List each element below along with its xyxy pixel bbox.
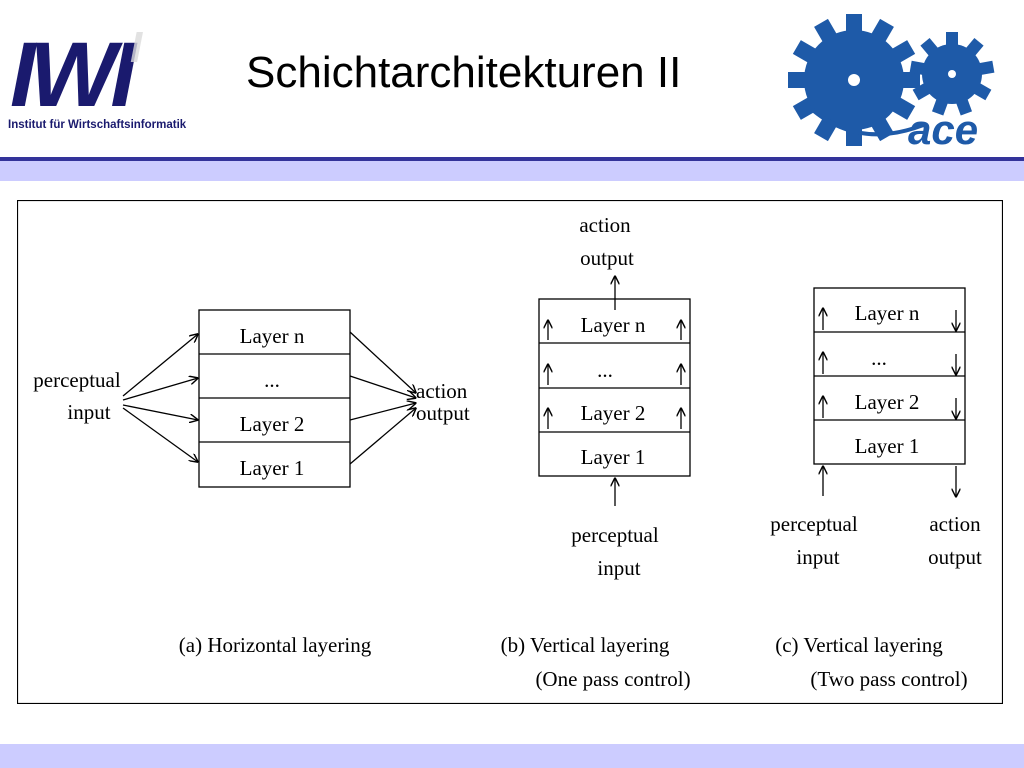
figure-frame	[17, 200, 1003, 704]
layer-label: Layer n	[581, 313, 646, 337]
diagram-a-horizontal	[122, 309, 416, 488]
arrows-c	[823, 308, 956, 497]
svg-text:I: I	[130, 23, 143, 72]
layer-label: Layer 1	[855, 434, 920, 458]
gears-icon	[788, 14, 995, 146]
diagram-c-vertical-two-pass	[813, 287, 966, 497]
perceptual-input-label: input	[67, 400, 110, 424]
layer-label: Layer 1	[240, 456, 305, 480]
perceptual-input-label: perceptual	[571, 523, 659, 547]
ace-logo-text: ace	[908, 106, 978, 153]
iwi-logo: IWI I Institut für Wirtschaftsinformatik	[8, 23, 187, 131]
slide-title: Schichtarchitekturen II	[246, 48, 682, 97]
layer-label: ...	[871, 346, 887, 370]
caption-c: (c) Vertical layering	[775, 633, 943, 657]
action-output-label: action	[579, 213, 631, 237]
layer-label: Layer 2	[855, 390, 920, 414]
layer-label: ...	[264, 368, 280, 392]
caption-b: (One pass control)	[535, 667, 690, 691]
ace-logo: ace	[788, 14, 995, 153]
perceptual-input-label: perceptual	[770, 512, 858, 536]
action-output-label: action	[416, 379, 468, 403]
action-output-label: output	[928, 545, 982, 569]
caption-c: (Two pass control)	[810, 667, 967, 691]
layer-label: Layer 2	[240, 412, 305, 436]
action-output-label: output	[416, 401, 470, 425]
perceptual-input-label: perceptual	[33, 368, 121, 392]
layer-label: Layer n	[855, 301, 920, 325]
layer-label: ...	[597, 358, 613, 382]
perceptual-input-label: input	[796, 545, 839, 569]
layer-label: Layer n	[240, 324, 305, 348]
arrows-b	[548, 276, 681, 506]
layer-label: Layer 1	[581, 445, 646, 469]
action-output-label: output	[580, 246, 634, 270]
footer-band	[0, 744, 1024, 768]
header-band	[0, 161, 1024, 181]
iwi-logo-text: IWI	[10, 24, 138, 126]
layering-diagram: Layer n ... Layer 2 Layer 1 perceptual i…	[17, 200, 1003, 704]
caption-b: (b) Vertical layering	[501, 633, 670, 657]
caption-a: (a) Horizontal layering	[179, 633, 372, 657]
perceptual-input-label: input	[597, 556, 640, 580]
action-output-label: action	[929, 512, 981, 536]
layer-label: Layer 2	[581, 401, 646, 425]
iwi-logo-subtitle: Institut für Wirtschaftsinformatik	[8, 119, 187, 131]
arrows-a	[122, 331, 416, 465]
iwi-logo-mark: IWI I	[10, 23, 144, 126]
diagram-b-vertical-one-pass	[538, 276, 691, 506]
header-rule	[0, 157, 1024, 161]
